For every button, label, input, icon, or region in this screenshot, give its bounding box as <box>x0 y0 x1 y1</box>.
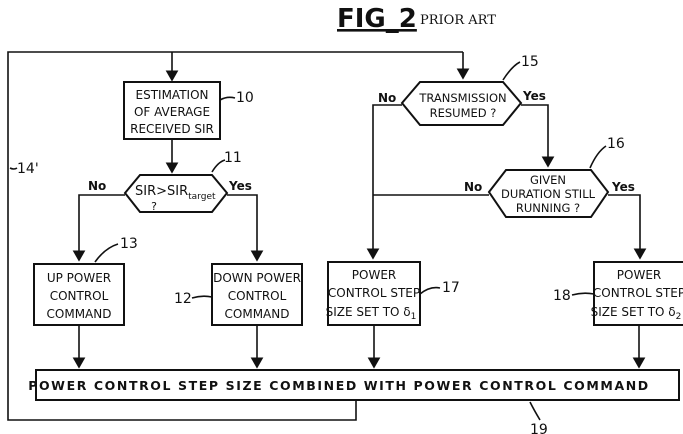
transmission-ref: 15 <box>521 54 539 70</box>
step-size-2-line-1: POWER <box>617 268 661 282</box>
duration-ref: 16 <box>607 136 625 152</box>
sir-yes-branch-arrow <box>227 195 257 260</box>
estimation-ref-leader <box>220 97 235 100</box>
transmission-line-1: TRANSMISSION <box>418 91 506 105</box>
feedback-loop-line <box>8 52 463 420</box>
delta-2-subscript: 2 <box>676 312 682 322</box>
figure-title: FIG_2 <box>337 4 417 34</box>
down-power-ref: 12 <box>174 291 192 307</box>
duration-line-1: GIVEN <box>530 173 566 187</box>
step-size-1-ref-leader <box>420 288 440 294</box>
transmission-yes-branch-arrow <box>521 105 548 166</box>
transmission-no-branch-arrow <box>373 105 402 258</box>
up-power-line-2: CONTROL <box>50 289 109 303</box>
duration-no-label: No <box>464 180 482 194</box>
duration-line-3: RUNNING ? <box>516 201 580 215</box>
estimation-ref: 10 <box>236 90 254 106</box>
combined-label: POWER CONTROL STEP SIZE COMBINED WITH PO… <box>28 378 650 393</box>
step-size-1-line-2: CONTROL STEP <box>328 286 420 300</box>
sir-yes-label: Yes <box>228 179 252 193</box>
combined-ref-leader <box>530 402 540 420</box>
down-power-line-3: COMMAND <box>225 307 290 321</box>
transmission-no-label: No <box>378 91 396 105</box>
duration-yes-branch-arrow <box>608 195 640 258</box>
step-size-2-ref-leader <box>572 293 594 295</box>
step-size-1-line-1: POWER <box>352 268 396 282</box>
transmission-ref-leader <box>503 62 520 80</box>
combined-ref: 19 <box>530 422 548 434</box>
step-size-2-ref: 18 <box>553 288 571 304</box>
up-power-ref-leader <box>95 244 118 262</box>
down-power-line-2: CONTROL <box>228 289 287 303</box>
sir-no-branch-arrow <box>79 195 125 260</box>
step-size-1-ref: 17 <box>442 280 460 296</box>
transmission-line-2: RESUMED ? <box>430 106 497 120</box>
loop-ref-leader <box>10 168 17 169</box>
delta-1-subscript: 1 <box>411 312 417 322</box>
estimation-line-2: OF AVERAGE <box>134 105 210 119</box>
duration-line-2: DURATION STILL <box>501 187 596 201</box>
sir-ref: 11 <box>224 150 242 166</box>
loop-ref-label: 14' <box>17 161 39 177</box>
down-power-ref-leader <box>192 296 212 298</box>
sir-decision-line-2: ? <box>151 200 157 213</box>
sir-target-subscript: target <box>188 192 216 202</box>
estimation-line-1: ESTIMATION <box>136 88 209 102</box>
transmission-yes-label: Yes <box>522 89 546 103</box>
duration-ref-leader <box>590 146 606 168</box>
estimation-line-3: RECEIVED SIR <box>130 122 214 136</box>
up-power-line-1: UP POWER <box>47 271 111 285</box>
figure-subtitle: PRIOR ART <box>420 13 496 28</box>
up-power-ref: 13 <box>120 236 138 252</box>
up-power-line-3: COMMAND <box>47 307 112 321</box>
down-power-line-1: DOWN POWER <box>213 271 301 285</box>
sir-no-label: No <box>88 179 106 193</box>
duration-yes-label: Yes <box>611 180 635 194</box>
step-size-2-line-2: CONTROL STEP <box>593 286 683 300</box>
